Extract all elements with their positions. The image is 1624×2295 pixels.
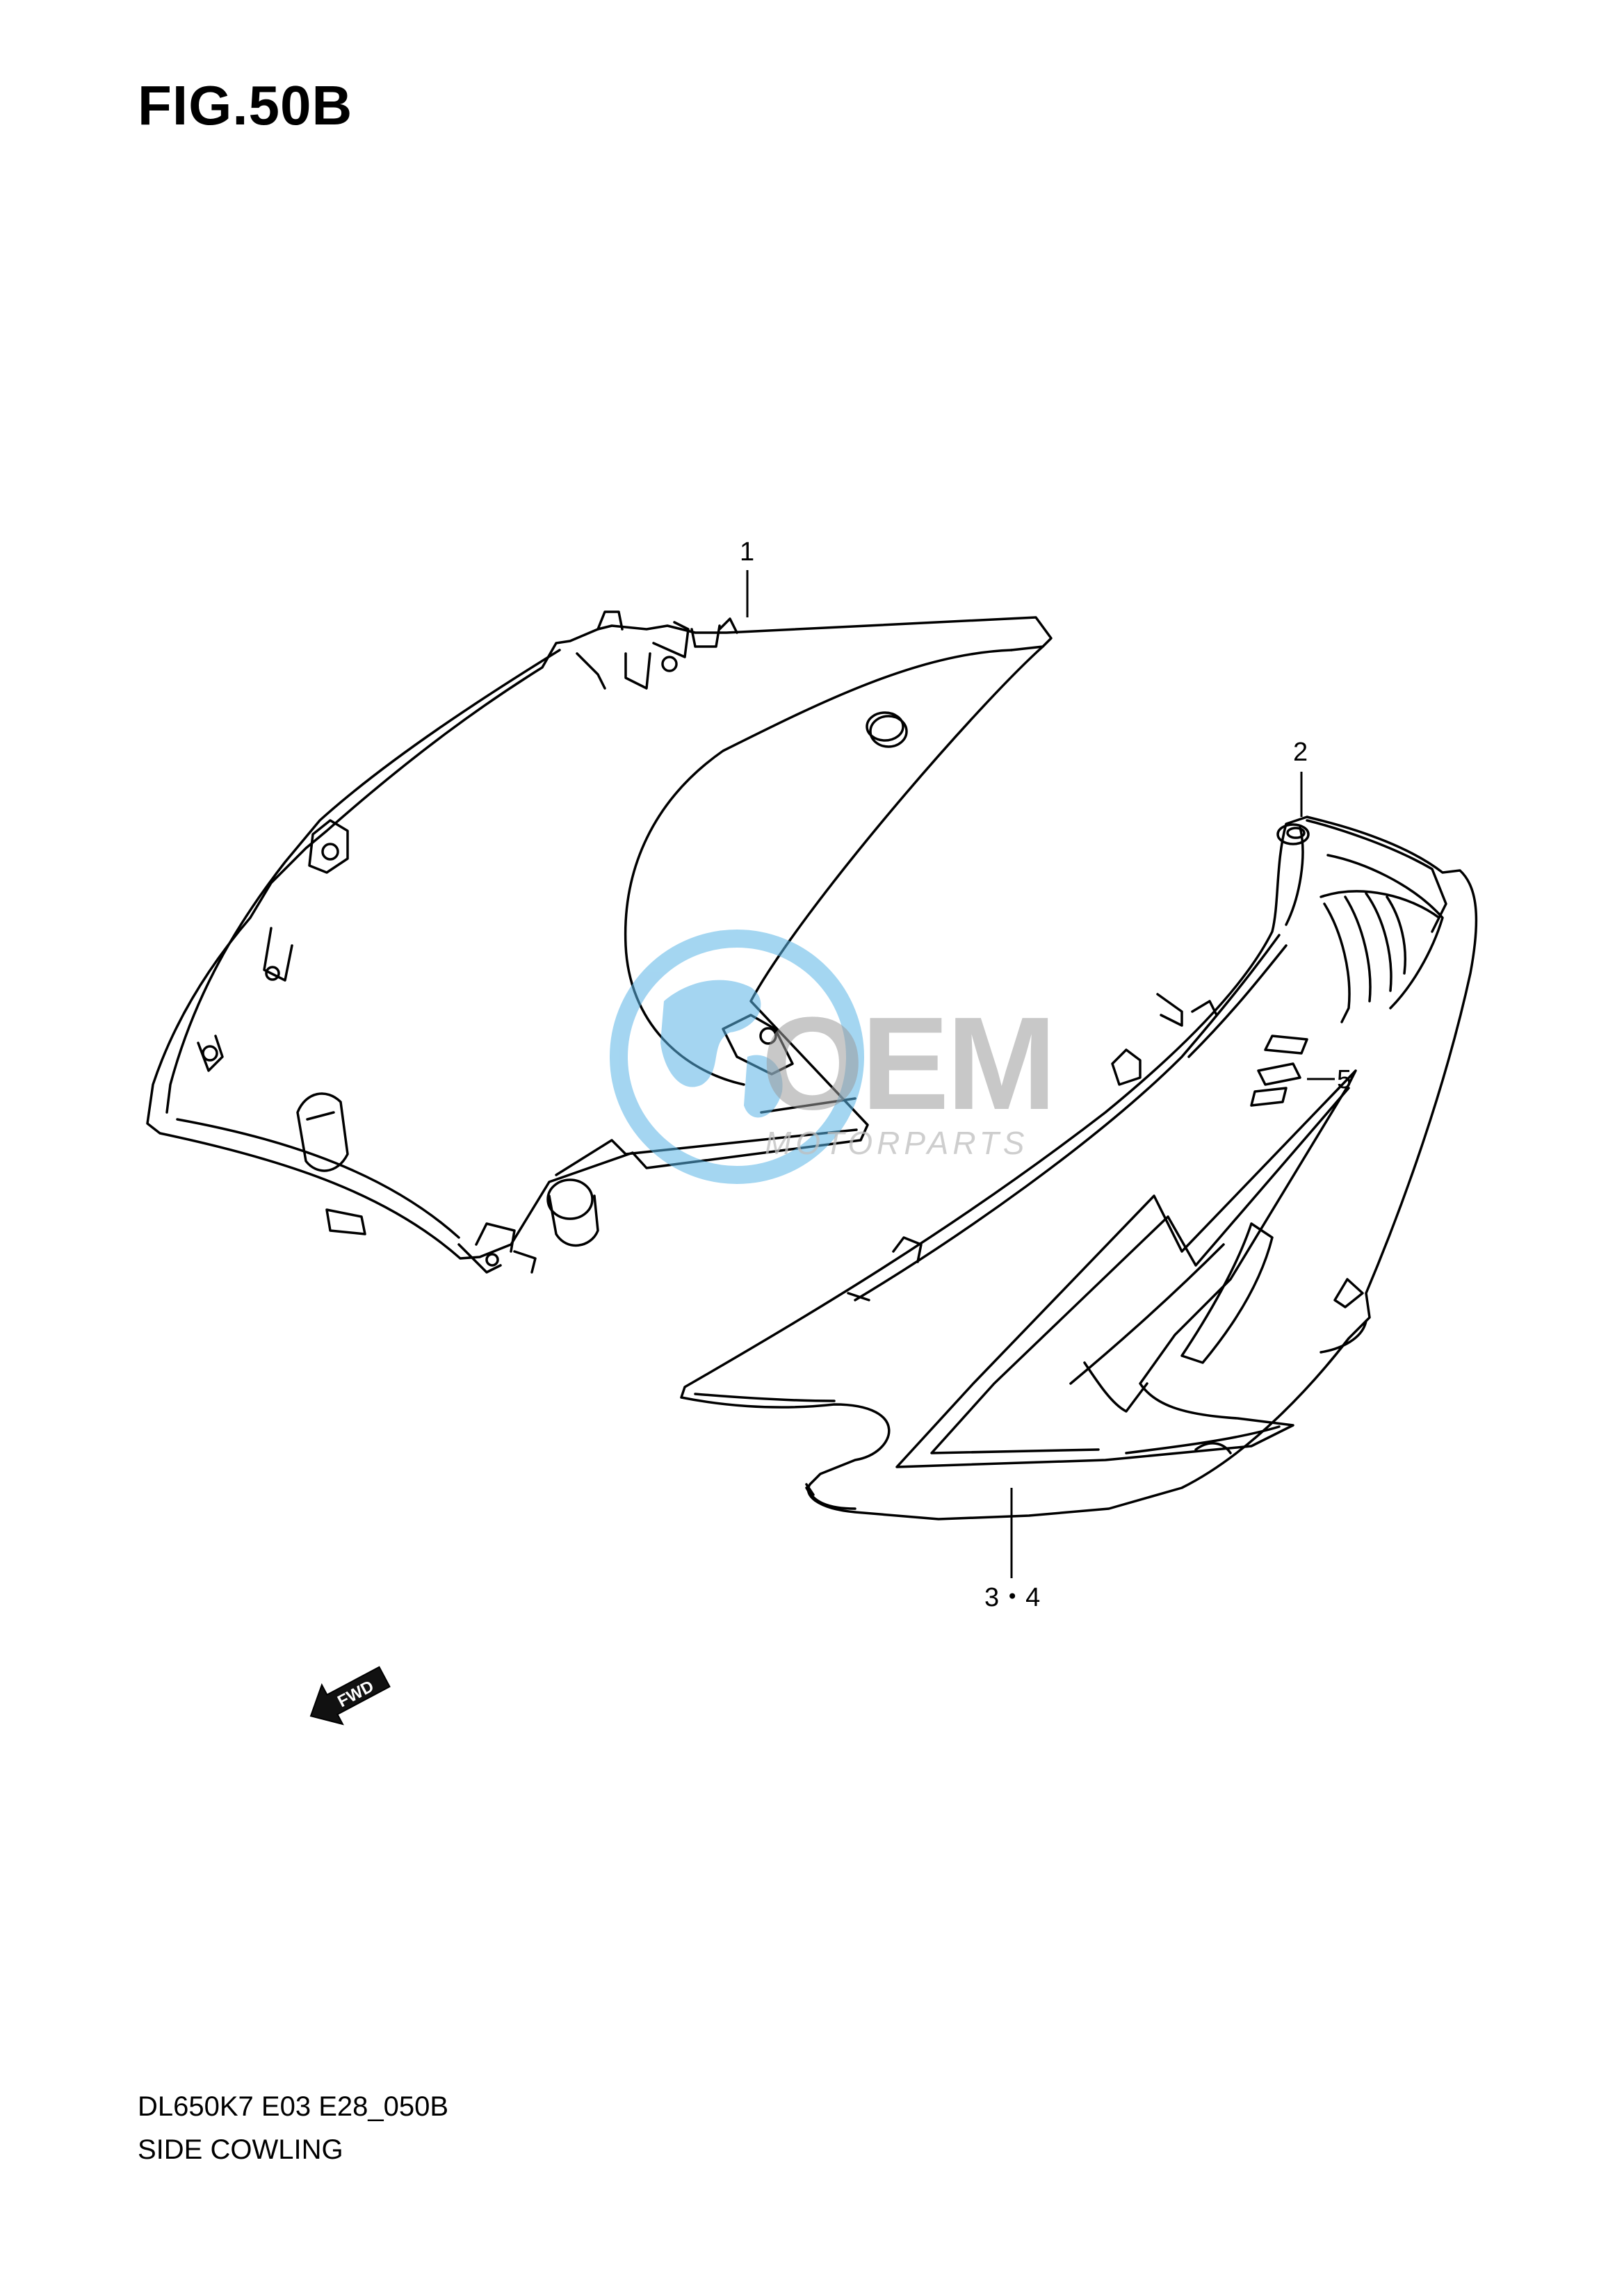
part-2-outer-side-cowling bbox=[680, 816, 1478, 1520]
figure-code: DL650K7 E03 E28_050B bbox=[138, 2091, 449, 2122]
callout-leaders bbox=[746, 570, 1335, 1578]
watermark-brand: OEM bbox=[761, 990, 1054, 1137]
part-1-inner-side-cover bbox=[146, 610, 1053, 1274]
fwd-arrow-icon: FWD bbox=[309, 1666, 391, 1726]
callout-part-5: 5 bbox=[1337, 1065, 1351, 1094]
figure-title: FIG.50B bbox=[138, 74, 353, 136]
globe-icon bbox=[610, 930, 864, 1184]
figure-name: SIDE COWLING bbox=[138, 2134, 343, 2165]
oem-watermark: OEM MOTORPARTS bbox=[610, 930, 1057, 1184]
callout-part-1: 1 bbox=[740, 537, 754, 567]
callout-part-3-4: 3・4 bbox=[984, 1583, 1040, 1612]
watermark-sub: MOTORPARTS bbox=[765, 1125, 1028, 1161]
callout-part-2: 2 bbox=[1293, 738, 1308, 767]
